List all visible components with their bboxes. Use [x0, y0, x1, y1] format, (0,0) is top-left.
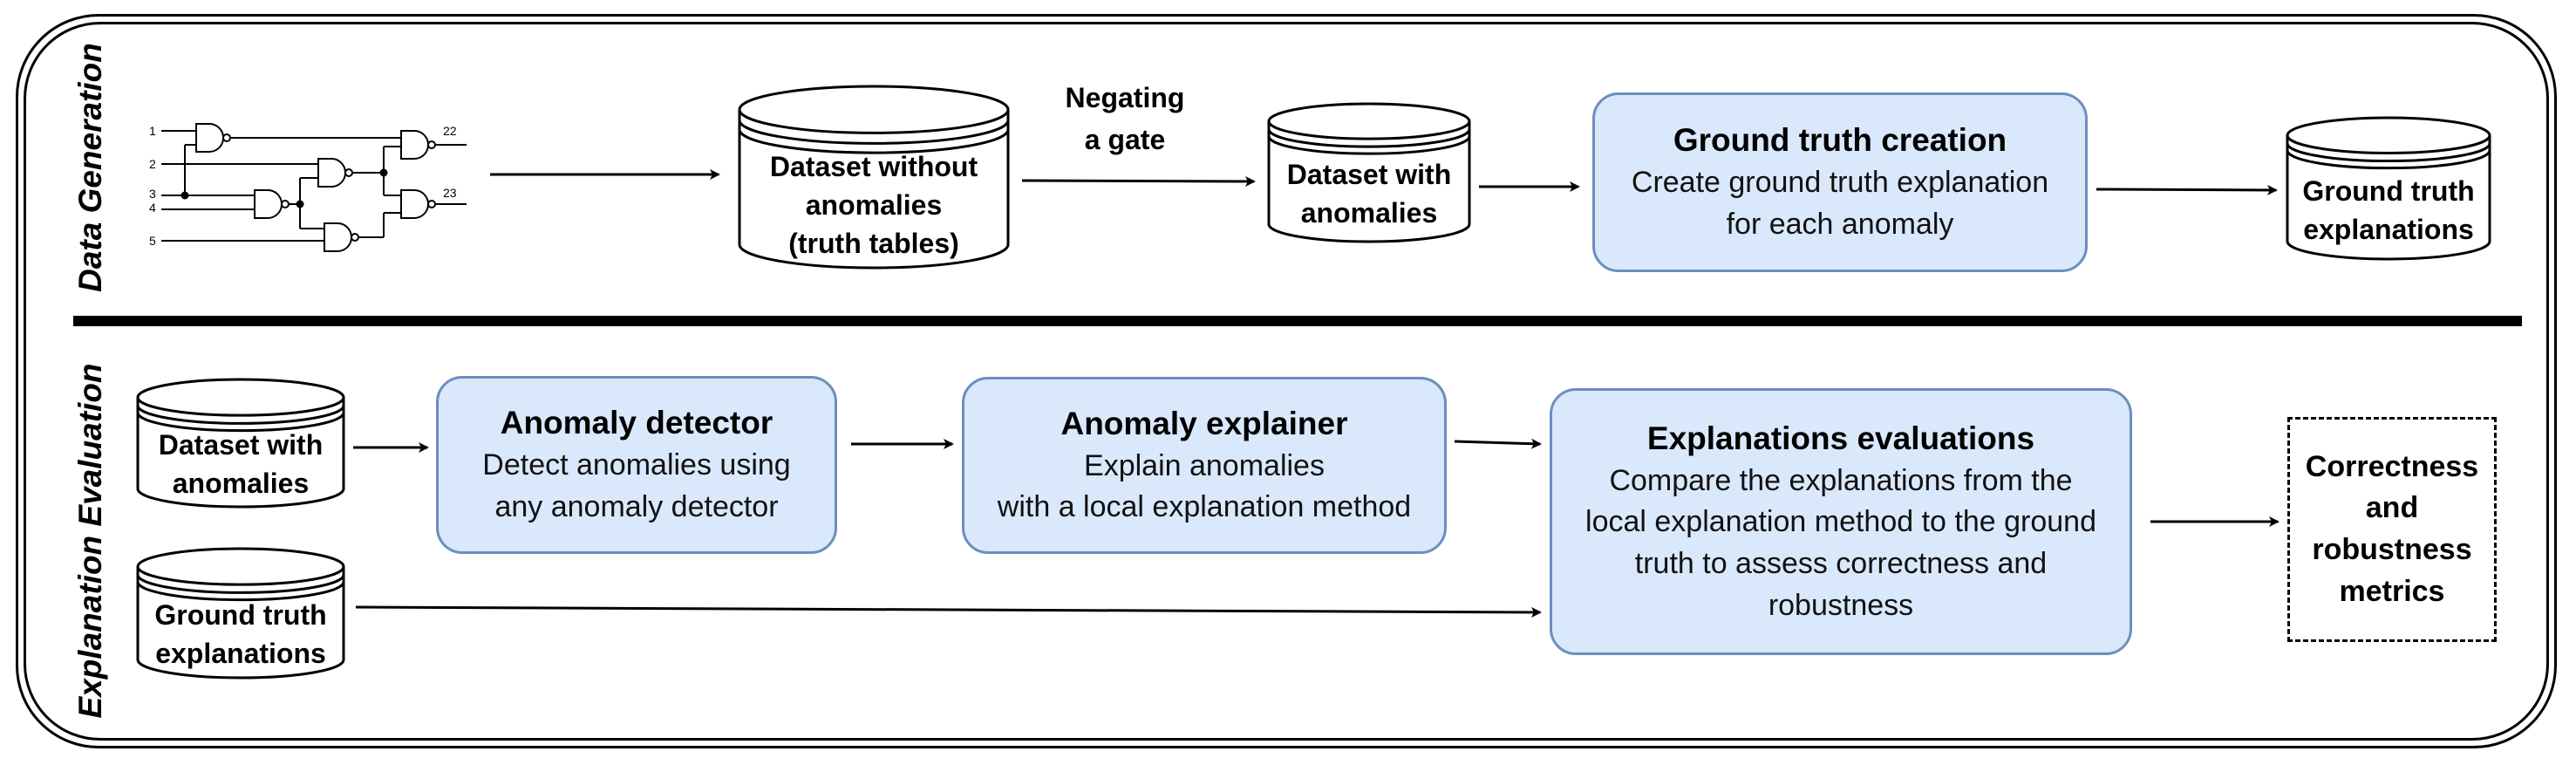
process-body-line: any anomaly detector [494, 489, 779, 523]
db-dataset-with-anomalies-bottom: Dataset with anomalies [135, 377, 346, 509]
output-label-line: robustness [2312, 533, 2472, 566]
circuit-input-label: 2 [149, 157, 156, 171]
arrow-label-line: Negating [1065, 82, 1185, 113]
inner-frame [24, 22, 2549, 741]
process-body-line: Compare the explanations from the [1609, 463, 2073, 497]
cylinder-top [2286, 116, 2491, 154]
process-ground-truth-creation: Ground truth creation Create ground trut… [1592, 92, 2088, 272]
output-label-line: and [2365, 491, 2419, 525]
arrow-label-line: a gate [1084, 124, 1166, 155]
process-body-line: Create ground truth explanation [1631, 166, 2049, 200]
process-title: Ground truth creation [1673, 122, 2007, 159]
process-explanations-evaluations: Explanations evaluations Compare the exp… [1550, 388, 2132, 655]
circuit-input-label: 1 [149, 124, 156, 138]
output-label-line: metrics [2339, 574, 2445, 608]
cylinder-ring [2286, 150, 2491, 170]
database-cylinder-icon [738, 85, 1010, 270]
db-label-line: Ground truth [154, 598, 327, 631]
cylinder-ring [2286, 143, 2491, 163]
outer-frame [16, 14, 2557, 748]
process-body-line: Detect anomalies using [482, 448, 791, 482]
cylinder-ring [1267, 128, 1471, 148]
database-cylinder-icon [136, 547, 345, 680]
cylinder-ring [738, 120, 1010, 145]
db-label-line: anomalies [805, 188, 943, 221]
cylinder-top [136, 547, 345, 586]
circuit-input-label: 4 [149, 201, 156, 215]
output-label-line: Correctness [2305, 449, 2479, 483]
process-anomaly-explainer: Anomaly explainer Explain anomalies with… [962, 377, 1447, 554]
cylinder-top [738, 85, 1010, 134]
cylinder-body [136, 566, 345, 680]
process-anomaly-detector: Anomaly detector Detect anomalies using … [436, 376, 837, 554]
cylinder-ring [136, 405, 345, 425]
db-label-line: Dataset without [769, 150, 978, 182]
circuit-output-label: 23 [443, 186, 457, 200]
process-title: Anomaly detector [500, 405, 773, 441]
db-label-line: explanations [2303, 214, 2474, 245]
circuit-input-label: 5 [149, 234, 156, 248]
db-ground-truth-explanations-bottom: Ground truth explanations [135, 546, 346, 680]
cylinder-top [1267, 102, 1471, 140]
section-label-data-generation: Data Generation [72, 43, 108, 292]
process-body-line: truth to assess correctness and [1634, 546, 2048, 580]
database-cylinder-icon [136, 378, 345, 509]
cylinder-ring [738, 129, 1010, 154]
process-body-line: for each anomaly [1726, 207, 1954, 241]
cylinder-body [136, 397, 345, 509]
cylinder-ring [136, 581, 345, 602]
database-cylinder-icon [1267, 102, 1471, 243]
cylinder-ring [136, 412, 345, 433]
section-label-explanation-evaluation: Explanation Evaluation [72, 363, 108, 719]
cylinder-ring [1267, 135, 1471, 155]
db-label-line: anomalies [172, 468, 310, 499]
db-ground-truth-explanations-top: Ground truth explanations [2285, 115, 2492, 262]
arrow-label-negating-gate: Negating a gate [1029, 77, 1221, 161]
db-label-line: anomalies [1300, 197, 1438, 229]
process-title: Explanations evaluations [1646, 420, 2035, 456]
db-label-line: explanations [155, 638, 326, 669]
db-dataset-without-anomalies: Dataset without anomalies (truth tables) [737, 84, 1011, 270]
db-label-line: Dataset with [158, 428, 324, 461]
process-body-line: with a local explanation method [997, 490, 1412, 524]
process-body-line: robustness [1768, 588, 1914, 622]
logic-circuit-icon: 1 2 3 4 5 22 23 [149, 123, 467, 252]
circuit-output-label: 22 [443, 124, 457, 138]
process-body-line: Explain anomalies [1084, 448, 1325, 482]
cylinder-ring [136, 574, 345, 594]
process-body-line: local explanation method to the ground [1585, 505, 2096, 539]
db-dataset-with-anomalies-top: Dataset with anomalies [1266, 101, 1472, 244]
section-divider [73, 316, 2522, 326]
database-cylinder-icon [2286, 116, 2491, 261]
circuit-input-label: 3 [149, 187, 156, 201]
cylinder-top [136, 378, 345, 417]
output-metrics: Correctness and robustness metrics [2287, 417, 2497, 642]
db-label-line: Dataset with [1286, 158, 1452, 190]
db-label-line: (truth tables) [788, 228, 959, 260]
db-label-line: Ground truth [2302, 174, 2475, 207]
process-title: Anomaly explainer [1060, 405, 1348, 441]
